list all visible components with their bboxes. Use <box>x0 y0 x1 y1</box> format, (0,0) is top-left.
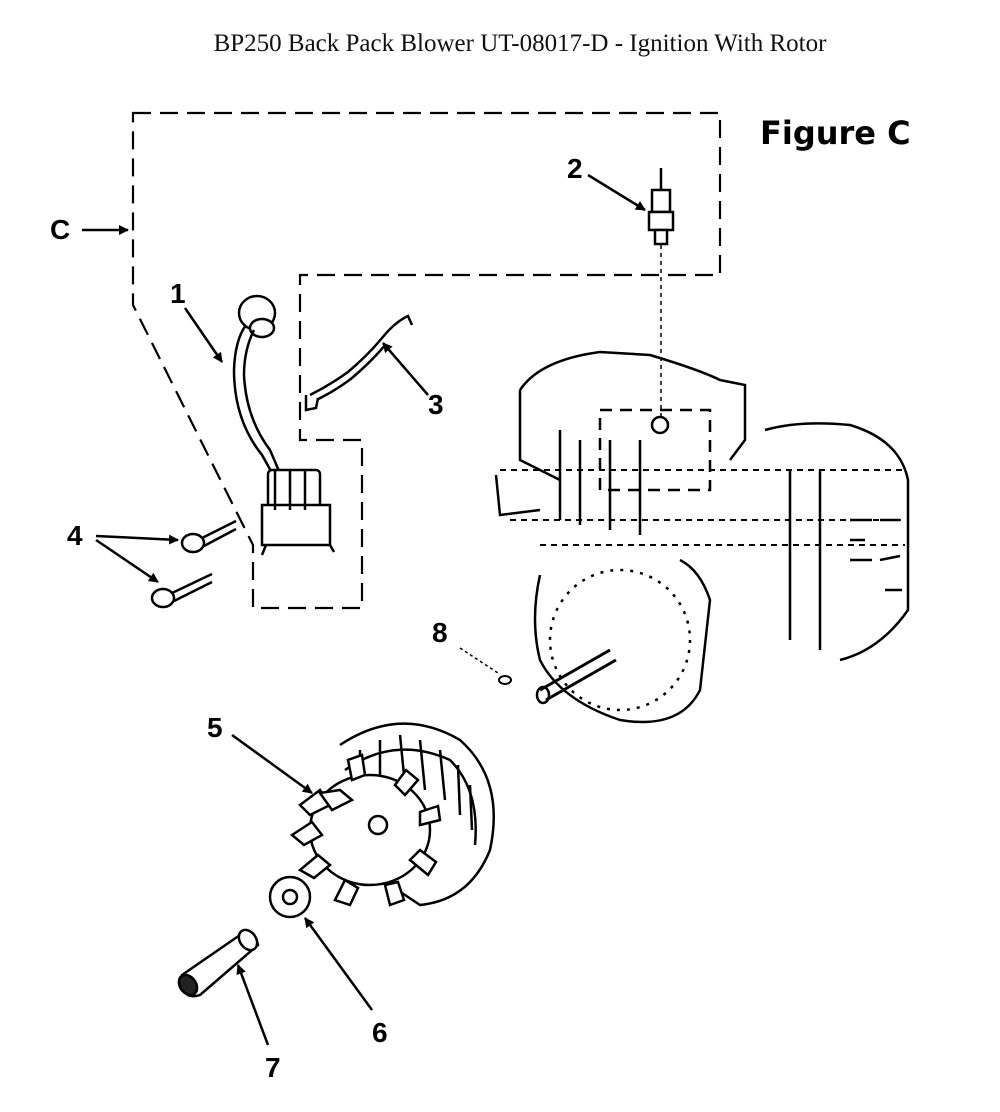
ignition-coil <box>232 294 336 556</box>
figure-label: Figure C <box>760 114 911 152</box>
flywheel-rotor <box>289 722 495 907</box>
callout-3: 3 <box>382 342 444 420</box>
screws <box>150 519 237 609</box>
wire-clip <box>304 314 414 412</box>
callout-4-label: 4 <box>67 520 83 551</box>
woodruff-key <box>498 675 512 685</box>
callout-5-label: 5 <box>207 712 223 743</box>
callout-8: 8 <box>432 617 499 674</box>
callout-1: 1 <box>170 278 224 363</box>
callout-2: 2 <box>567 153 646 212</box>
callout-8-label: 8 <box>432 617 448 648</box>
callout-6-label: 6 <box>372 1017 388 1048</box>
callout-6: 6 <box>303 917 388 1048</box>
callout-4: 4 <box>67 520 179 584</box>
sleeve-nut <box>177 928 260 998</box>
callout-c: C <box>50 214 129 245</box>
callout-7-label: 7 <box>265 1052 281 1083</box>
diagram-title: BP250 Back Pack Blower UT-08017-D - Igni… <box>213 30 827 57</box>
callout-5: 5 <box>207 712 313 795</box>
callout-c-label: C <box>50 214 70 245</box>
washer <box>268 875 312 919</box>
callout-3-label: 3 <box>428 389 444 420</box>
callout-1-label: 1 <box>170 278 186 309</box>
callout-2-label: 2 <box>567 153 583 184</box>
spark-plug <box>647 168 675 420</box>
callout-7: 7 <box>236 964 281 1083</box>
engine-block <box>494 350 910 724</box>
assembly-boundary <box>131 111 722 610</box>
